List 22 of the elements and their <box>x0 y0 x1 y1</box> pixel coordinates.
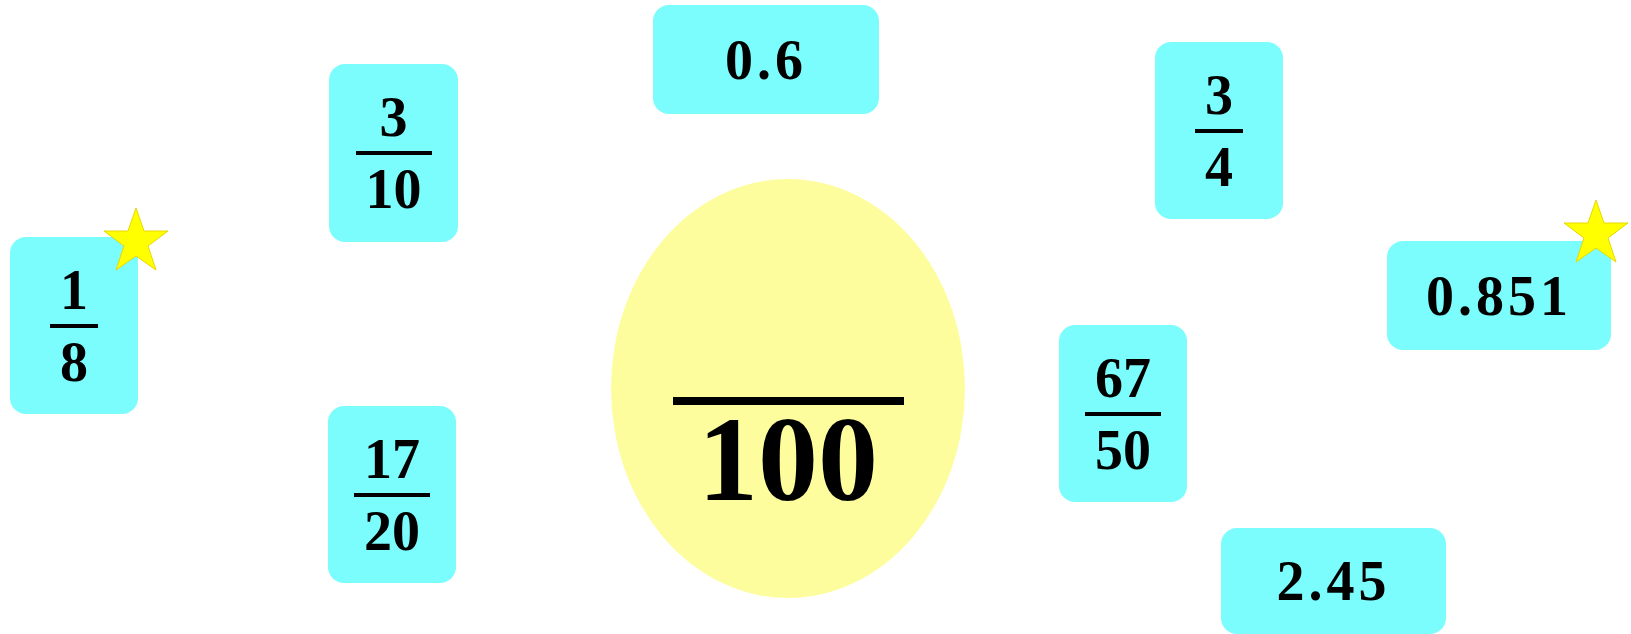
numerator: 1 <box>60 259 88 320</box>
denominator: 10 <box>365 159 422 219</box>
number-card <box>1221 528 1446 634</box>
decimal-number: 0.851 <box>1426 265 1572 326</box>
numerator: 67 <box>1095 347 1151 408</box>
number-card <box>329 64 458 242</box>
numerator: 3 <box>1205 64 1233 125</box>
denominator: 8 <box>60 331 88 392</box>
numerator: 17 <box>364 428 420 489</box>
number-card <box>328 406 456 583</box>
decimal-number: 0.6 <box>725 29 807 90</box>
denominator: 20 <box>364 500 420 561</box>
denominator: 50 <box>1095 419 1151 480</box>
decimal-number: 2.45 <box>1276 551 1391 611</box>
denominator: 100 <box>698 405 878 515</box>
denominator: 4 <box>1205 136 1233 197</box>
number-card <box>1059 325 1187 502</box>
number-card <box>1387 241 1611 350</box>
number-card <box>1155 42 1283 219</box>
number-card <box>10 237 138 414</box>
numerator: 3 <box>379 87 408 147</box>
number-card <box>653 5 879 114</box>
